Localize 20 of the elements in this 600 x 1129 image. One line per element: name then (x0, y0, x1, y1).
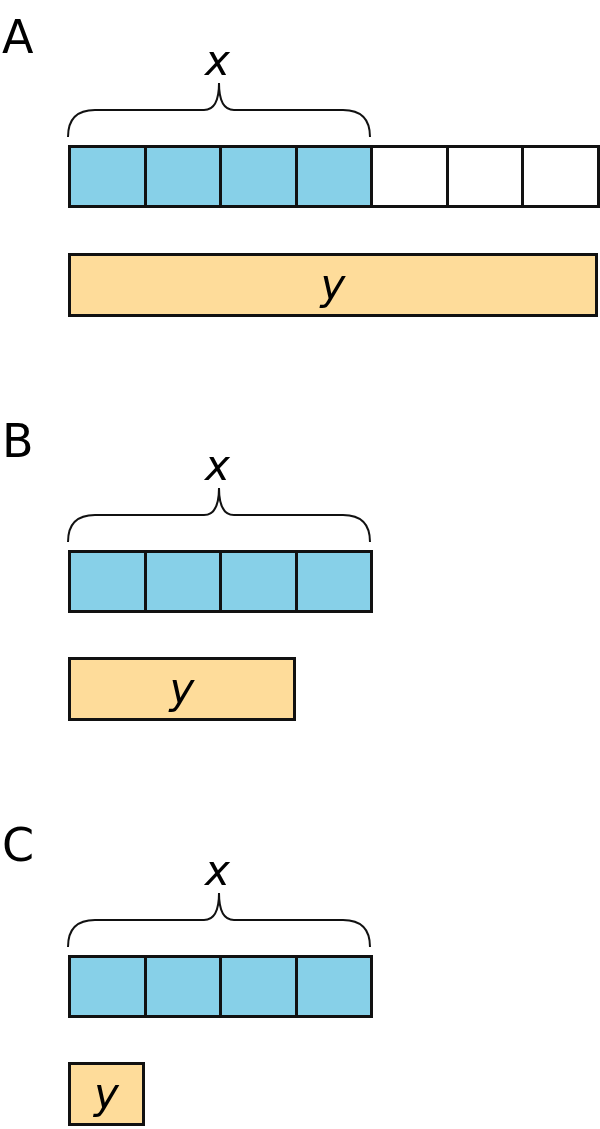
tape-cell (68, 550, 147, 613)
tape-cell (68, 955, 147, 1018)
panel-letter: C (2, 822, 35, 868)
tape-cell (370, 145, 449, 208)
panel-letter: A (2, 14, 34, 60)
variable-label: x (205, 445, 230, 487)
variable-label: x (205, 850, 230, 892)
tape-cell (521, 145, 600, 208)
variable-label: y (320, 264, 346, 306)
tape-bar (68, 657, 296, 721)
tape-cell (219, 550, 298, 613)
variable-label: y (169, 668, 195, 710)
variable-label: y (94, 1073, 119, 1115)
variable-label: x (205, 40, 230, 82)
tape-bar (68, 1062, 145, 1126)
tape-bar (68, 253, 598, 317)
tape-cell (219, 955, 298, 1018)
tape-cell (219, 145, 298, 208)
tape-cell (68, 145, 147, 208)
panel-letter: B (2, 418, 34, 464)
